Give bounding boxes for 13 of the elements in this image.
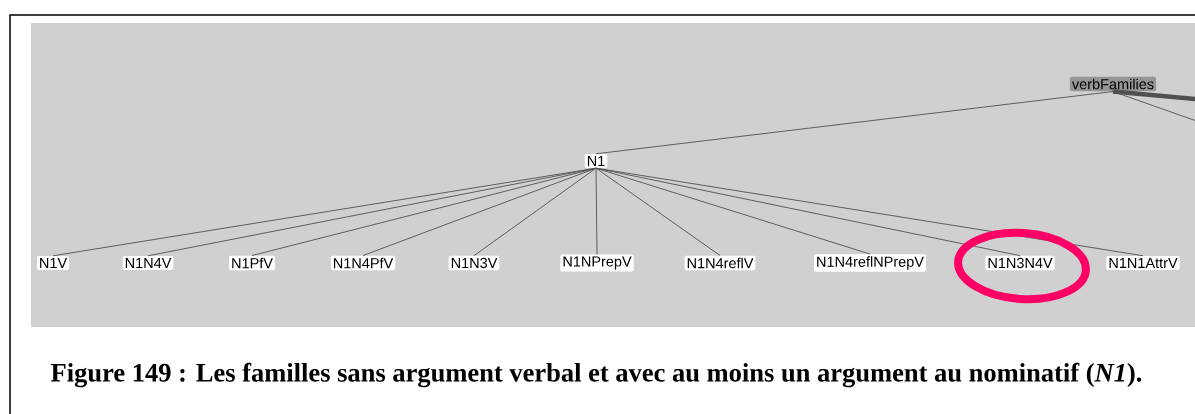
connector-line (473, 167, 597, 257)
connector-line (595, 167, 721, 256)
connector-line (1112, 89, 1195, 103)
connector-line (595, 167, 1144, 257)
tree-node-box: N1 (584, 154, 608, 168)
figure-caption: Figure 149 : Les familles sans argument verbal et avec au moins un argument au nominatif (N1). (51, 362, 1142, 388)
tree-node-box: N1N4V (122, 256, 174, 270)
tree-node-box: N1V (36, 256, 70, 270)
connector-line (595, 167, 598, 255)
connector-line (595, 167, 871, 255)
tree-node-box: N1N4reflNPrepV (814, 254, 926, 272)
connector-line (595, 91, 1114, 155)
connector-line (362, 167, 597, 256)
